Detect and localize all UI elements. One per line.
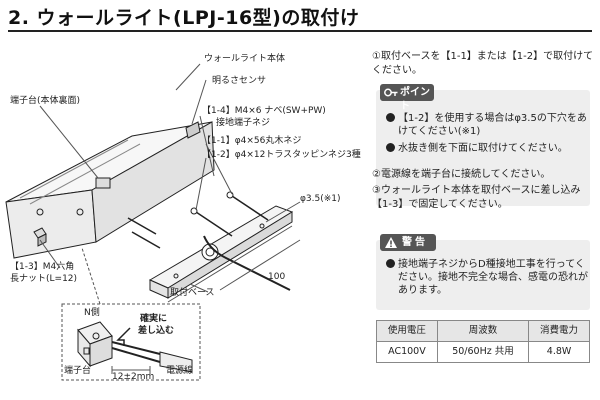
- label-mounting-base: 取付ベース: [170, 288, 215, 298]
- bullet-icon: [386, 259, 395, 268]
- label-screw-1-4-a: 【1-4】M4×6 ナベ(SW+PW): [202, 106, 326, 116]
- insert-arrow: [116, 327, 131, 346]
- label-brightness-sensor: 明るさセンサ: [212, 76, 267, 86]
- step-3: ③ウォールライト本体を取付ベースに差し込み【1-3】で固定してください。: [372, 184, 594, 212]
- sensor-window: [185, 121, 201, 139]
- mounting-base: [148, 205, 294, 299]
- label-nut-b: 長ナット(L=12): [10, 274, 78, 284]
- page-header: 2. ウォールライト(LPJ-16型)の取付け: [0, 0, 600, 32]
- step-2-text: 電源線を端子台に接続してください。: [380, 169, 551, 180]
- bullet-icon: [386, 143, 395, 152]
- label-screw-1-2: 【1-2】φ4×12トラスタッピンネジ3種: [202, 150, 361, 160]
- point-tag-label: ポイント: [400, 87, 430, 112]
- spec-header-row: 使用電圧 周波数 消費電力: [376, 320, 590, 342]
- label-terminal: 端子台: [64, 366, 92, 376]
- label-screw-1-4-b: 接地端子ネジ: [216, 118, 271, 128]
- table-row: AC100V 50/60Hz 共用 4.8W: [376, 341, 590, 363]
- spec-header-voltage: 使用電圧: [376, 320, 438, 342]
- spec-power: 4.8W: [528, 341, 590, 363]
- step-1-text: 取付ベースを【1-1】または【1-2】で取付けてください。: [372, 51, 594, 76]
- step-1-number: ①: [372, 51, 381, 62]
- label-strip-length: 12±2mm: [112, 372, 155, 382]
- spec-header-power: 消費電力: [528, 320, 590, 342]
- label-screw-1-1: 【1-1】φ4×56丸木ネジ: [202, 136, 302, 146]
- label-insert-b: 差し込む: [138, 326, 175, 336]
- label-power-cable: 電源線: [166, 366, 194, 376]
- label-light-body: ウォールライト本体: [204, 54, 286, 64]
- point-item-2-text: 水抜き側を下面に取付けてください。: [398, 143, 568, 154]
- warning-text: 接地端子ネジからD種接地工事を行ってください。接地不完全な場合、感電の恐れがあり…: [398, 259, 588, 296]
- spec-table: 使用電圧 周波数 消費電力 AC100V 50/60Hz 共用 4.8W: [376, 320, 590, 363]
- warning-triangle-icon: [385, 237, 397, 248]
- step-2: ②電源線を端子台に接続してください。: [372, 168, 594, 182]
- exploded-view-drawing: [5, 63, 301, 381]
- step-3-number: ③: [372, 185, 381, 196]
- hex-nut: [33, 227, 47, 247]
- step-3-text: ウォールライト本体を取付ベースに差し込み【1-3】で固定してください。: [372, 185, 581, 210]
- spec-header-frequency: 周波数: [436, 320, 530, 342]
- step-1: ①取付ベースを【1-1】または【1-2】で取付けてください。: [372, 50, 594, 78]
- terminal-detail: [77, 321, 113, 368]
- label-n-side: N側: [84, 308, 100, 318]
- point-tag: ポイント: [380, 84, 434, 112]
- spec-voltage: AC100V: [376, 341, 438, 363]
- instructions-panel: ①取付ベースを【1-1】または【1-2】で取付けてください。 【1-2】を使用す…: [372, 40, 594, 398]
- point-box: 【1-2】を使用する場合はφ3.5の下穴をあけてください(※1) 水抜き側を下面…: [376, 90, 590, 206]
- terminal-block-back: [95, 177, 111, 189]
- warning-tag: 警告: [380, 234, 436, 251]
- label-nut-a: 【1-3】M4六角: [10, 262, 75, 272]
- label-insert-a: 確実に: [140, 314, 168, 324]
- installation-diagram: ウォールライト本体 明るさセンサ 端子台(本体裏面) 【1-4】M4×6 ナベ(…: [0, 36, 372, 400]
- wood-screws: [127, 195, 269, 249]
- warning-box: 接地端子ネジからD種接地工事を行ってください。接地不完全な場合、感電の恐れがあり…: [376, 240, 590, 310]
- label-hole: φ3.5(※1): [300, 194, 341, 204]
- spec-frequency: 50/60Hz 共用: [436, 341, 530, 363]
- key-icon: [384, 88, 398, 97]
- label-terminal-back: 端子台(本体裏面): [10, 96, 81, 106]
- page-title: 2. ウォールライト(LPJ-16型)の取付け: [8, 7, 360, 29]
- label-dim-100: 100: [268, 272, 286, 282]
- title-underline: [8, 30, 592, 32]
- step-2-number: ②: [372, 169, 381, 180]
- warning-tag-label: 警告: [402, 237, 428, 248]
- point-item-1-text: 【1-2】を使用する場合はφ3.5の下穴をあけてください(※1): [398, 113, 587, 137]
- bullet-icon: [386, 113, 395, 122]
- wall-light-body: [5, 121, 215, 259]
